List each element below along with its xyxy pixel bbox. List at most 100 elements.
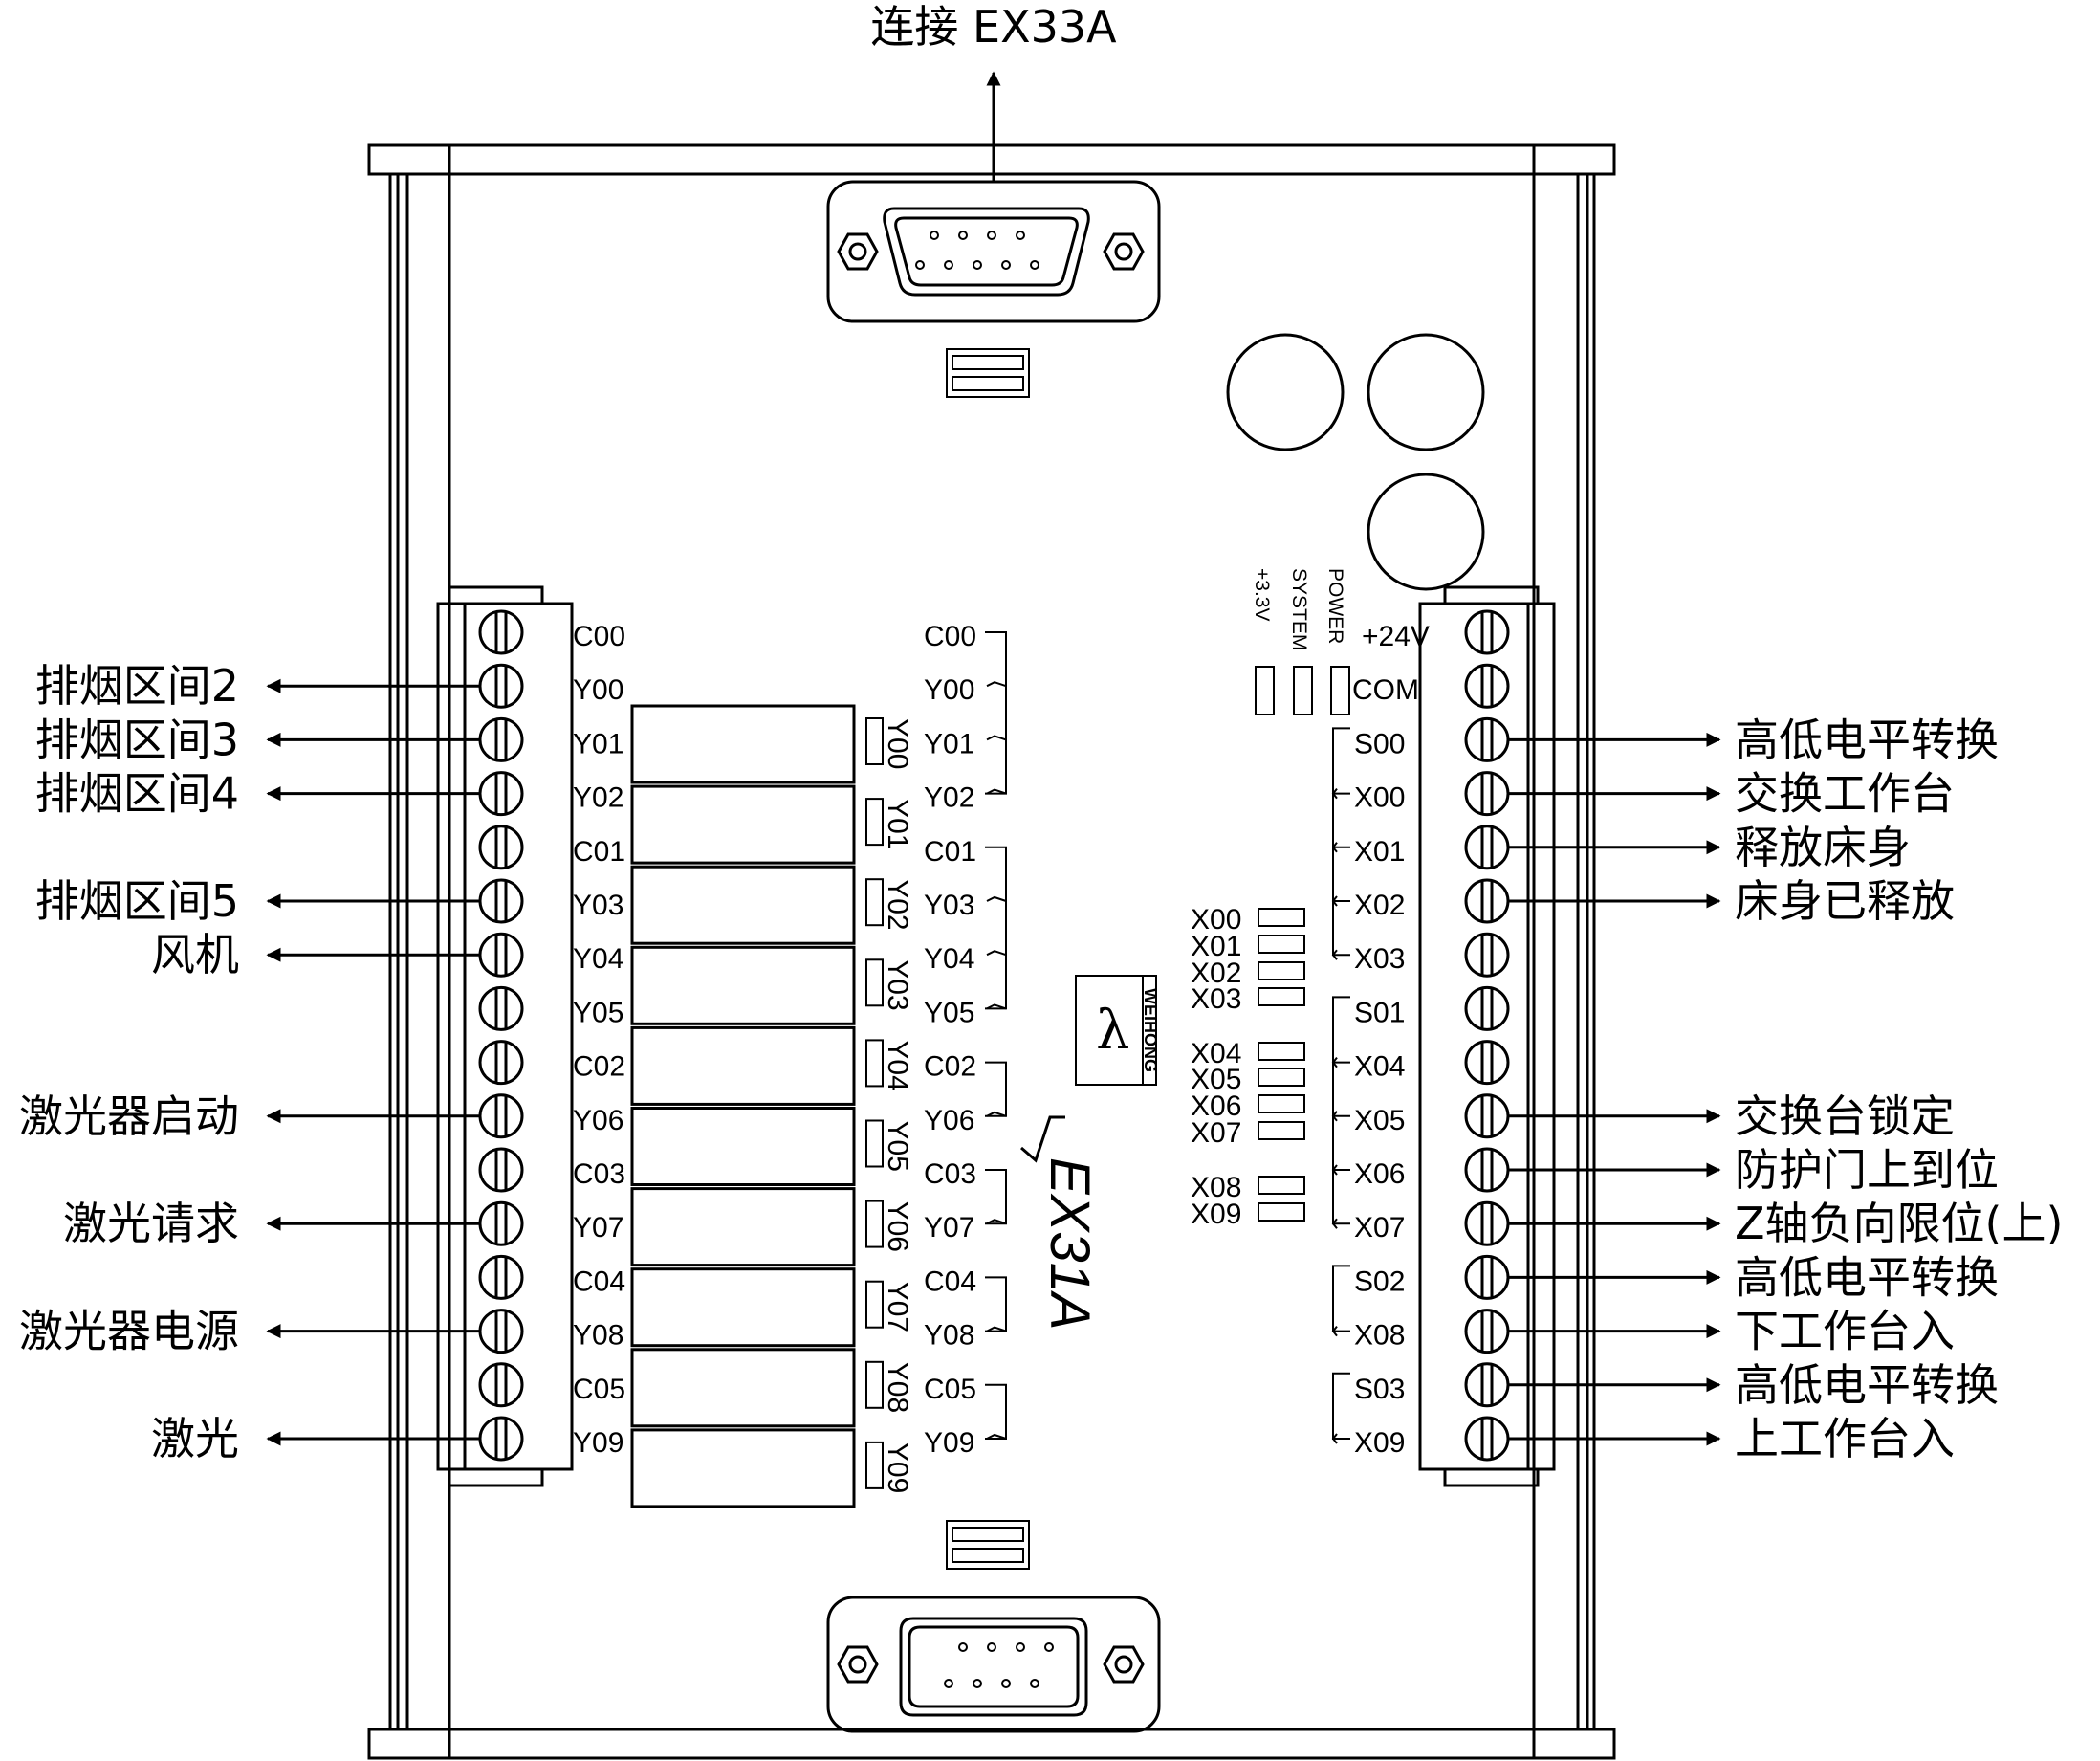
right-terminal-screw[interactable] (1464, 1040, 1510, 1086)
svg-text:C05: C05 (924, 1374, 976, 1405)
right-terminal-block (1418, 585, 1556, 1487)
left-terminal-screw[interactable] (478, 1040, 524, 1086)
right-terminal-screw[interactable] (1464, 1147, 1510, 1193)
bottom-pin-header (946, 1520, 1030, 1570)
relay-led: Y08 (865, 1360, 913, 1413)
right-terminal-screw[interactable] (1464, 1254, 1510, 1300)
power-leds: +3.3V SYSTEM POWER (1251, 568, 1350, 715)
right-terminal-screw[interactable] (1464, 1200, 1510, 1246)
left-terminal-screw[interactable] (478, 771, 524, 817)
left-terminal-screw[interactable] (478, 825, 524, 870)
left-terminal-label: C05 (573, 1374, 625, 1405)
right-terminal-screw[interactable] (1464, 771, 1510, 817)
svg-text:高低电平转换: 高低电平转换 (1735, 714, 1999, 765)
right-terminal-screw[interactable] (1464, 1309, 1510, 1354)
left-terminal-label: Y00 (573, 674, 623, 706)
right-terminal-screw[interactable] (1464, 1362, 1510, 1408)
top-left-screw-nut-icon (837, 232, 879, 271)
input-led: X09 (1191, 1199, 1305, 1230)
left-callout: 排烟区间5 (35, 875, 480, 927)
left-terminal-screw[interactable] (478, 663, 524, 709)
right-terminal-label: X04 (1354, 1051, 1405, 1083)
relay-led: Y07 (865, 1280, 913, 1332)
relay (630, 1348, 856, 1428)
input-led: X08 (1191, 1172, 1305, 1203)
model-text: EX31A (1039, 1157, 1101, 1331)
left-callout: 排烟区间2 (35, 660, 480, 712)
left-terminal-block (436, 585, 574, 1487)
left-terminal-label: C01 (573, 836, 625, 868)
input-led: X00 (1191, 904, 1305, 936)
left-terminal-screw[interactable] (478, 1147, 524, 1193)
right-terminal-label: S00 (1354, 728, 1405, 759)
right-callout: 上工作台入 (1508, 1413, 1955, 1464)
right-terminal-label: X03 (1354, 943, 1405, 975)
left-terminal-screw[interactable] (478, 1309, 524, 1354)
led-label-system: SYSTEM (1288, 568, 1310, 650)
left-terminal-screw[interactable] (478, 932, 524, 978)
input-group-brackets (1331, 727, 1350, 1444)
right-callout: 交换工作台 (1508, 768, 1955, 820)
svg-text:下工作台入: 下工作台入 (1735, 1306, 1955, 1357)
left-callout: 风机 (151, 929, 480, 980)
svg-text:X00: X00 (1191, 904, 1241, 936)
svg-text:C02: C02 (924, 1051, 976, 1083)
right-terminal-screw[interactable] (1464, 985, 1510, 1031)
logo-text: WEIHONG (1141, 988, 1160, 1072)
left-terminal-screw[interactable] (478, 1416, 524, 1462)
right-terminal-screw[interactable] (1464, 878, 1510, 924)
top-pin-header (946, 348, 1030, 398)
input-group (1331, 1372, 1350, 1444)
right-terminal-label: X09 (1354, 1427, 1405, 1459)
right-terminal-label: S03 (1354, 1374, 1405, 1405)
left-terminal-screw[interactable] (478, 1362, 524, 1408)
right-terminal-screw[interactable] (1464, 663, 1510, 709)
left-terminal-screw[interactable] (478, 1254, 524, 1300)
left-terminal-screw[interactable] (478, 716, 524, 762)
weihong-logo: λ WEIHONG (1075, 975, 1160, 1086)
svg-text:Y01: Y01 (924, 728, 974, 759)
svg-text:C00: C00 (924, 621, 976, 652)
left-terminal-label: Y08 (573, 1320, 623, 1352)
right-callout: 交换台锁定 (1508, 1090, 1955, 1142)
left-terminal-screw[interactable] (478, 609, 524, 655)
left-callout: 激光器启动 (19, 1090, 480, 1142)
relay-led: Y02 (865, 878, 913, 931)
svg-text:Y00: Y00 (924, 674, 974, 706)
right-terminal-screw[interactable] (1464, 825, 1510, 870)
module-enclosure (367, 143, 1616, 1760)
svg-text:高低电平转换: 高低电平转换 (1735, 1359, 1999, 1411)
right-terminal-screw[interactable] (1464, 1416, 1510, 1462)
svg-text:Y03: Y03 (924, 890, 974, 921)
left-terminal-screw[interactable] (478, 1200, 524, 1246)
input-led: X01 (1191, 931, 1305, 962)
left-terminal-screw[interactable] (478, 878, 524, 924)
right-terminal-label: X00 (1354, 782, 1405, 814)
right-terminal-label: X01 (1354, 836, 1405, 868)
svg-text:排烟区间4: 排烟区间4 (35, 768, 239, 820)
svg-text:Y02: Y02 (924, 782, 974, 814)
left-callout: 激光器电源 (19, 1306, 480, 1357)
right-terminal-screw[interactable] (1464, 609, 1510, 655)
input-group (1331, 996, 1350, 1229)
left-terminal-screw[interactable] (478, 1093, 524, 1139)
svg-text:Y01: Y01 (882, 799, 913, 849)
right-terminal-screw[interactable] (1464, 932, 1510, 978)
right-terminal-screw[interactable] (1464, 716, 1510, 762)
svg-text:X07: X07 (1191, 1117, 1241, 1149)
left-terminal-screw[interactable] (478, 985, 524, 1031)
input-led: X05 (1191, 1064, 1305, 1095)
svg-text:X02: X02 (1191, 958, 1241, 989)
svg-text:C01: C01 (924, 836, 976, 868)
input-led: X07 (1191, 1117, 1305, 1149)
svg-text:C03: C03 (924, 1158, 976, 1190)
right-terminal-screw[interactable] (1464, 1093, 1510, 1139)
input-led: X06 (1191, 1090, 1305, 1122)
relay-led: Y06 (865, 1200, 913, 1252)
svg-text:释放床身: 释放床身 (1735, 822, 1911, 873)
